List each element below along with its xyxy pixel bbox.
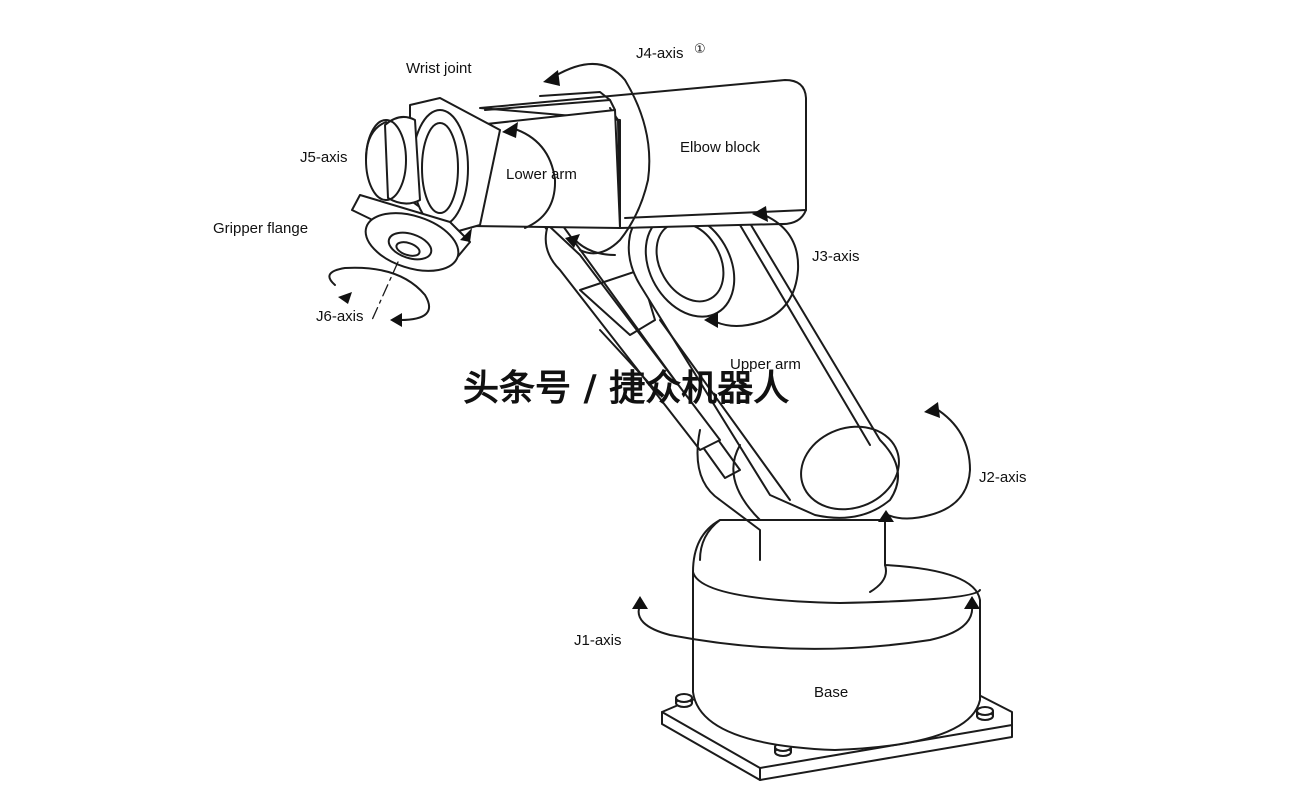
j3-rotation-arrow [565,206,800,328]
label-j2-axis: J2-axis [979,469,1027,486]
label-j3-axis: J3-axis [812,248,860,265]
label-j4-axis: J4-axis [636,45,684,62]
label-j6-axis: J6-axis [316,308,364,325]
j6-rotation-arrow [328,266,431,327]
label-elbow-block: Elbow block [680,139,761,156]
label-j5-axis: J5-axis [300,149,348,166]
label-upper-arm: Upper arm [730,356,801,373]
gripper-flange [351,194,471,321]
watermark: 头条号 / 捷众机器人 [463,368,789,409]
j1-rotation-arrow [632,596,980,650]
label-gripper-flange: Gripper flange [213,220,308,237]
base-body [692,519,981,751]
label-wrist-joint: Wrist joint [406,60,472,77]
wrist-joint [365,97,501,233]
j4-rotation-arrow [543,63,651,255]
label-lower-arm: Lower arm [506,166,577,183]
j5-rotation-arrow [460,122,557,242]
bolt-head [976,706,994,721]
label-j1-axis: J1-axis [574,632,622,649]
bolt-head [675,693,693,708]
label-base: Base [814,684,848,701]
label-j4-note: ① [694,41,706,56]
j2-rotation-arrow [878,402,971,522]
